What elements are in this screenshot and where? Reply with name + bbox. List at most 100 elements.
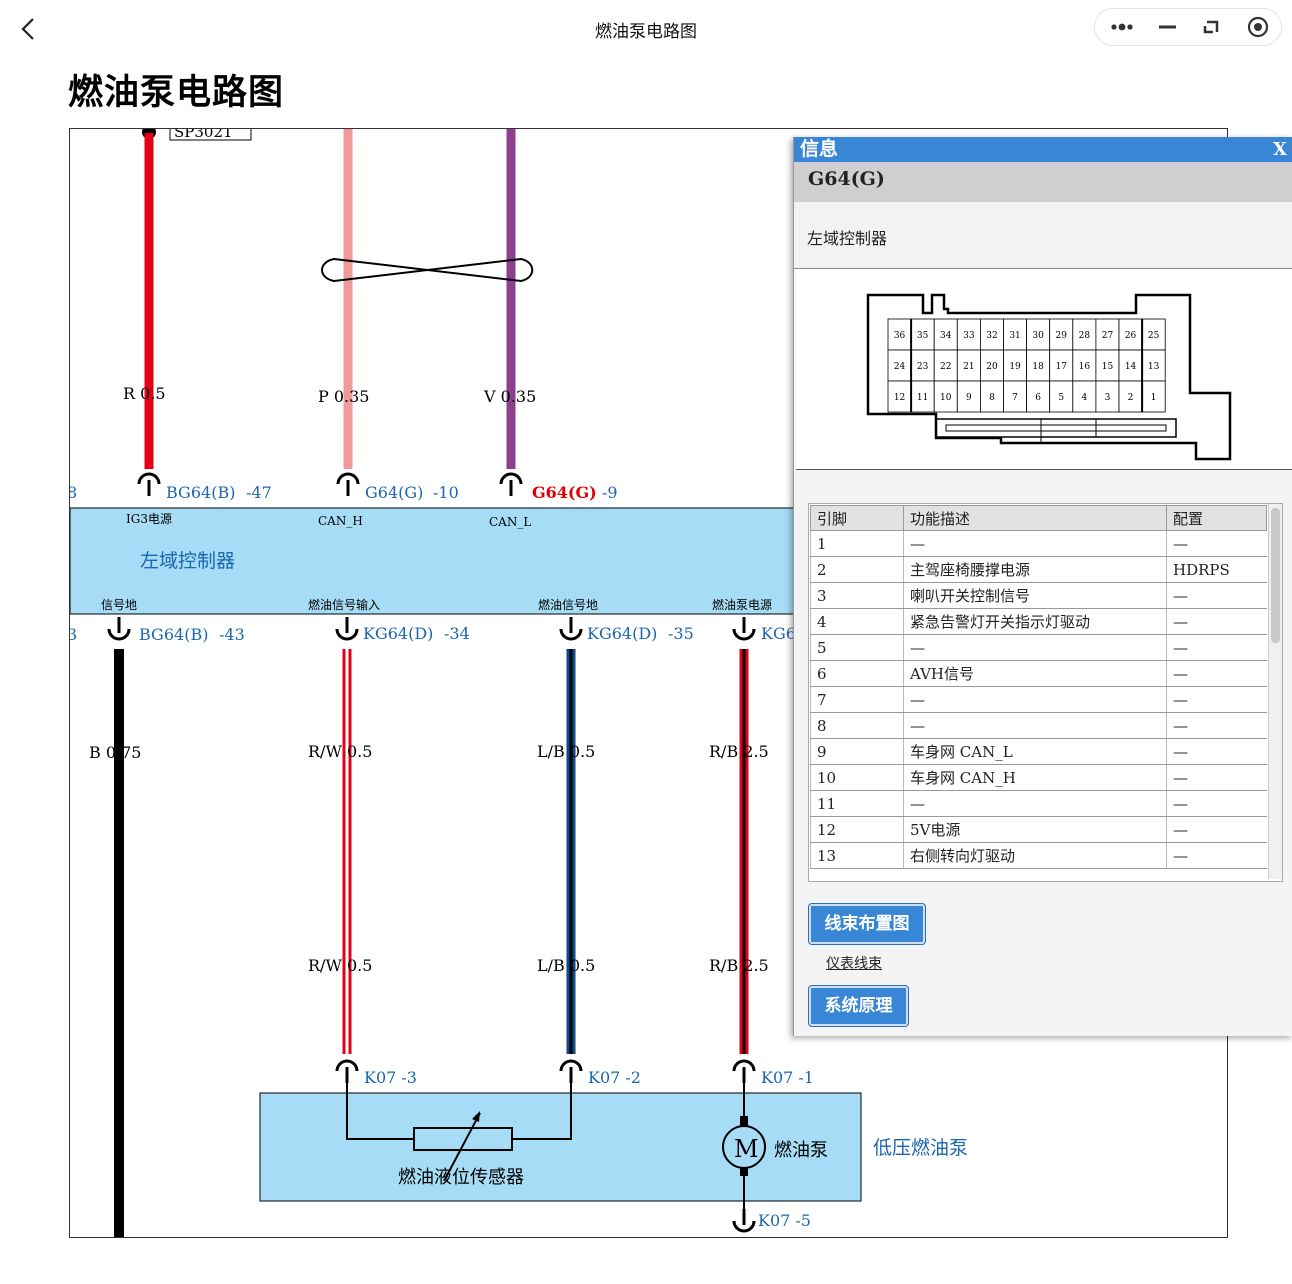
low-pressure-fuel-pump-block[interactable] xyxy=(259,1092,862,1202)
ref-k07-2[interactable]: K07 -2 xyxy=(588,1068,641,1087)
cell-pin: 13 xyxy=(810,842,904,869)
connector-latch-inner xyxy=(945,424,1167,432)
motor-lead-bottom xyxy=(740,1168,748,1176)
harness-layout-button[interactable]: 线束布置图 xyxy=(809,904,925,944)
fuel-level-sensor-resistor[interactable] xyxy=(413,1127,513,1151)
terminal-bg64b-43[interactable] xyxy=(107,615,131,641)
terminal-k07-3[interactable] xyxy=(335,1059,359,1085)
table-row[interactable]: 5—— xyxy=(810,634,1267,661)
terminal-kg64d-34[interactable] xyxy=(335,615,359,641)
cavity-number: 20 xyxy=(986,362,998,372)
nav-title: 燃油泵电路图 xyxy=(595,22,697,42)
cell-function: — xyxy=(903,712,1167,739)
terminal-bg64b-47[interactable] xyxy=(137,472,161,498)
cavity-number: 24 xyxy=(894,362,906,372)
ref-bg64b[interactable]: BG64(B) xyxy=(166,483,235,502)
back-arrow-icon[interactable] xyxy=(14,14,44,44)
table-scrollbar-thumb[interactable] xyxy=(1271,508,1280,643)
table-scrollbar[interactable] xyxy=(1268,504,1282,879)
cavity-number: 4 xyxy=(1081,393,1087,403)
cell-config: — xyxy=(1166,660,1267,687)
cell-config: — xyxy=(1166,842,1267,869)
cell-pin: 12 xyxy=(810,816,904,843)
ref-k07-3[interactable]: K07 -3 xyxy=(364,1068,417,1087)
cavity-number: 26 xyxy=(1125,331,1137,341)
motor-lead-top xyxy=(740,1116,748,1126)
table-row[interactable]: 8—— xyxy=(810,712,1267,739)
system-principle-button[interactable]: 系统原理 xyxy=(809,986,908,1026)
more-icon[interactable] xyxy=(1101,13,1141,41)
terminal-k07-1[interactable] xyxy=(732,1059,756,1085)
connector-id-row: G64(G) xyxy=(794,162,1292,202)
float-window-icon[interactable] xyxy=(1192,13,1232,41)
info-panel-titlebar[interactable]: 信息 X xyxy=(794,137,1292,162)
cavity-number: 1 xyxy=(1151,393,1157,403)
wire-spec-rb25-upper: R/B 2.5 xyxy=(709,742,769,761)
ref-g64g-9-selected[interactable]: G64(G) xyxy=(532,483,597,502)
table-row[interactable]: 1—— xyxy=(810,530,1267,557)
cell-function: — xyxy=(903,790,1167,817)
fuel-pump-label: 燃油泵 xyxy=(774,1140,828,1161)
cell-config: — xyxy=(1166,530,1267,557)
left-domain-controller-block[interactable] xyxy=(70,507,851,615)
ref-kg64d-35[interactable]: KG64(D) xyxy=(587,624,657,643)
cell-function: 主驾座椅腰撑电源 xyxy=(903,556,1167,583)
terminal-k07-5[interactable] xyxy=(732,1207,756,1233)
terminal-k07-2[interactable] xyxy=(559,1059,583,1085)
table-row[interactable]: 7—— xyxy=(810,686,1267,713)
col-header-config: 配置 xyxy=(1166,505,1267,531)
cavity-number: 27 xyxy=(1102,331,1114,341)
splice-box xyxy=(169,129,252,141)
cell-function: — xyxy=(903,686,1167,713)
close-icon[interactable]: X xyxy=(1273,139,1287,160)
wire-spec-lb05-lower: L/B 0.5 xyxy=(537,956,595,975)
cavity-number: 25 xyxy=(1148,331,1160,341)
table-row[interactable]: 11—— xyxy=(810,790,1267,817)
cavity-number: 16 xyxy=(1079,362,1091,372)
cavity-number: 13 xyxy=(1148,362,1160,372)
ref-bg64b-43[interactable]: BG64(B) xyxy=(139,625,208,644)
controller-label: 左域控制器 xyxy=(140,550,235,572)
variable-arrow-head xyxy=(472,1111,480,1122)
cavity-number: 9 xyxy=(966,393,972,403)
cavity-number: 23 xyxy=(917,362,929,372)
minimize-icon[interactable] xyxy=(1147,13,1187,41)
cell-pin: 10 xyxy=(810,764,904,791)
cell-config: — xyxy=(1166,764,1267,791)
cavity-number: 19 xyxy=(1009,362,1021,372)
cell-config: — xyxy=(1166,634,1267,661)
close-target-icon[interactable] xyxy=(1237,13,1277,41)
cavity-number: 6 xyxy=(1035,393,1041,403)
ref-k07-1[interactable]: K07 -1 xyxy=(761,1068,814,1087)
cell-function: 右侧转向灯驱动 xyxy=(903,842,1167,869)
cell-config: HDRPS xyxy=(1166,556,1267,583)
ref-pin-10: -10 xyxy=(433,483,459,502)
signal-ig3-power: IG3电源 xyxy=(126,512,172,526)
cell-pin: 6 xyxy=(810,660,904,687)
wire-spec-p035: P 0.35 xyxy=(318,387,369,406)
instrument-harness-link[interactable]: 仪表线束 xyxy=(826,956,882,972)
ref-kg64d-34[interactable]: KG64(D) xyxy=(363,624,433,643)
terminal-g64g-9[interactable] xyxy=(499,472,523,498)
nav-bar: 燃油泵电路图 xyxy=(0,0,1292,56)
sensor-wire-left xyxy=(346,1083,414,1140)
col-header-function: 功能描述 xyxy=(903,505,1167,531)
terminal-g64g-10[interactable] xyxy=(336,472,360,498)
ref-g64g-10[interactable]: G64(G) xyxy=(365,483,423,502)
terminal-kg64d-35[interactable] xyxy=(559,615,583,641)
ref-k07-5[interactable]: K07 -5 xyxy=(758,1211,811,1230)
cavity-number: 8 xyxy=(989,393,995,403)
terminal-kg64-pump[interactable] xyxy=(732,615,756,641)
twisted-pair-symbol xyxy=(321,257,534,283)
